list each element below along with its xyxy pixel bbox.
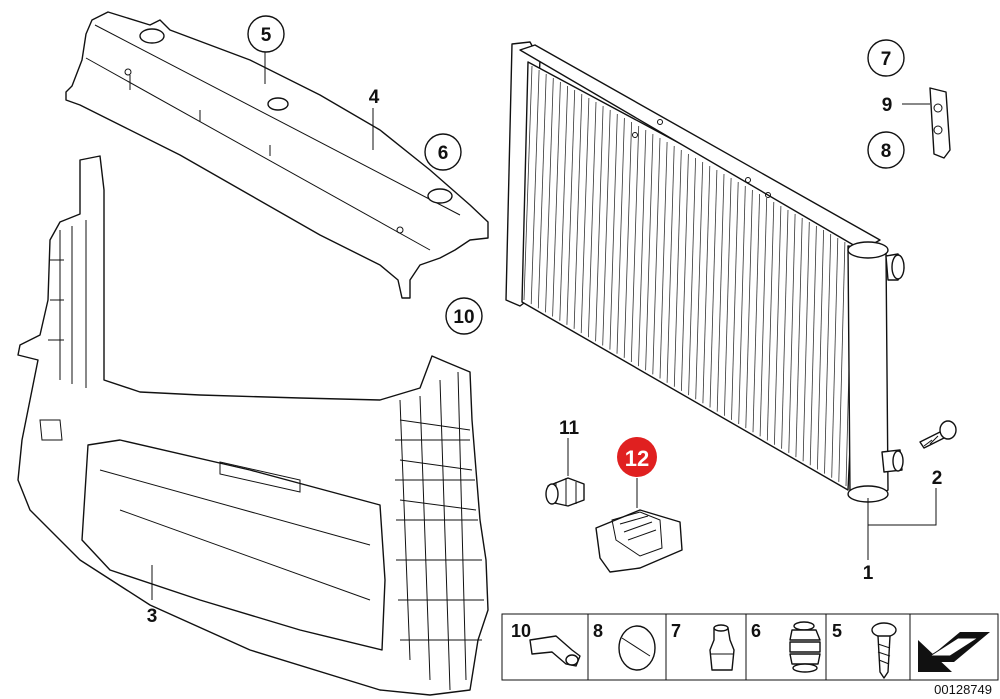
radiator-fin (824, 233, 832, 474)
legend-label-7: 7 (671, 621, 681, 641)
radiator-fin (802, 221, 810, 462)
callout-4: 4 (369, 87, 380, 108)
drawing-number: 00128749 (934, 682, 992, 697)
radiator-fin (552, 81, 561, 317)
callout-3: 3 (147, 606, 158, 627)
legend-part-8-icon (618, 625, 656, 671)
radiator-fin (709, 169, 718, 408)
radiator-fin (781, 209, 789, 449)
radiator-fin (838, 241, 846, 482)
radiator-fin (731, 181, 739, 420)
radiator-fin (530, 69, 540, 305)
legend-label-6: 6 (751, 621, 761, 641)
radiator-fin (745, 189, 753, 429)
upper-support-beam[interactable] (65, 11, 489, 299)
radiator-fin (831, 237, 839, 478)
drain-plug[interactable] (919, 420, 957, 449)
radiator-fin (659, 141, 668, 379)
legend-part-5-icon (871, 622, 897, 679)
radiator[interactable] (505, 41, 905, 503)
callout-9: 9 (882, 95, 893, 116)
radiator-fin (688, 157, 696, 396)
clip-part-11[interactable] (545, 477, 585, 507)
legend-part-10-icon (529, 635, 581, 667)
callout-6: 6 (424, 133, 462, 171)
radiator-fin (817, 229, 824, 470)
legend-label-5: 5 (832, 621, 842, 641)
callout-12: 12 (617, 437, 657, 477)
callout-8: 8 (867, 131, 905, 169)
callout-3-label: 3 (147, 606, 158, 627)
radiator-fin (695, 161, 704, 400)
radiator-fin (652, 137, 661, 375)
callout-8-label: 8 (881, 141, 892, 162)
radiator-fin (666, 145, 675, 383)
radiator-fin (566, 89, 576, 325)
radiator-fin (766, 201, 775, 441)
radiator-fin (638, 129, 647, 367)
front-carrier-frame[interactable] (17, 155, 489, 696)
radiator-fin (523, 65, 533, 301)
radiator-fin (752, 193, 760, 433)
callout-11: 11 (559, 418, 580, 439)
callout-9-label: 9 (882, 95, 893, 116)
radiator-fin (738, 185, 746, 425)
legend-part-7-icon (709, 624, 735, 671)
callout-2-label: 2 (932, 468, 943, 489)
callout-1-label: 1 (863, 563, 874, 584)
radiator-fin (716, 173, 725, 412)
callout-1: 1 (863, 563, 874, 584)
legend-label-8: 8 (593, 621, 603, 641)
radiator-fin (788, 213, 796, 453)
callout-6-label: 6 (438, 143, 449, 164)
radiator-fin (602, 109, 611, 346)
leader-lines (151, 52, 937, 600)
radiator-fin (588, 101, 597, 338)
callout-5-label: 5 (261, 25, 272, 46)
radiator-fin (724, 177, 732, 416)
callout-2: 2 (932, 468, 943, 489)
rubber-mount-part-12[interactable] (595, 509, 683, 573)
radiator-fin (595, 105, 604, 342)
direction-arrow-icon (918, 632, 990, 672)
radiator-fin (630, 125, 640, 363)
legend-label-10: 10 (511, 621, 531, 641)
bracket-part-9[interactable] (929, 87, 951, 159)
radiator-fin (616, 117, 625, 354)
radiator-fin (759, 197, 768, 437)
radiator-fin (537, 73, 547, 309)
radiator-fin (795, 217, 803, 458)
callout-10-label: 10 (453, 307, 474, 328)
callout-5: 5 (247, 15, 285, 53)
radiator-fin (809, 225, 817, 466)
radiator-fin (609, 113, 618, 350)
callout-7: 7 (867, 39, 905, 77)
radiator-fin (545, 77, 554, 313)
callout-11-label: 11 (559, 418, 580, 439)
callout-12-label: 12 (625, 446, 649, 471)
callout-7-label: 7 (881, 49, 892, 70)
small-parts-legend: 10 8 7 6 5 (501, 613, 999, 681)
radiator-fin (681, 153, 689, 391)
radiator-fin (645, 133, 654, 371)
radiator-fin (573, 93, 583, 329)
radiator-fin (580, 97, 590, 334)
radiator-fin (559, 85, 568, 321)
radiator-fin (623, 121, 632, 358)
legend-part-6-icon (789, 621, 821, 673)
callout-10: 10 (445, 297, 483, 335)
callout-4-label: 4 (369, 87, 380, 108)
radiator-fin (774, 205, 782, 445)
radiator-fin (702, 165, 711, 404)
radiator-fin (673, 149, 682, 387)
